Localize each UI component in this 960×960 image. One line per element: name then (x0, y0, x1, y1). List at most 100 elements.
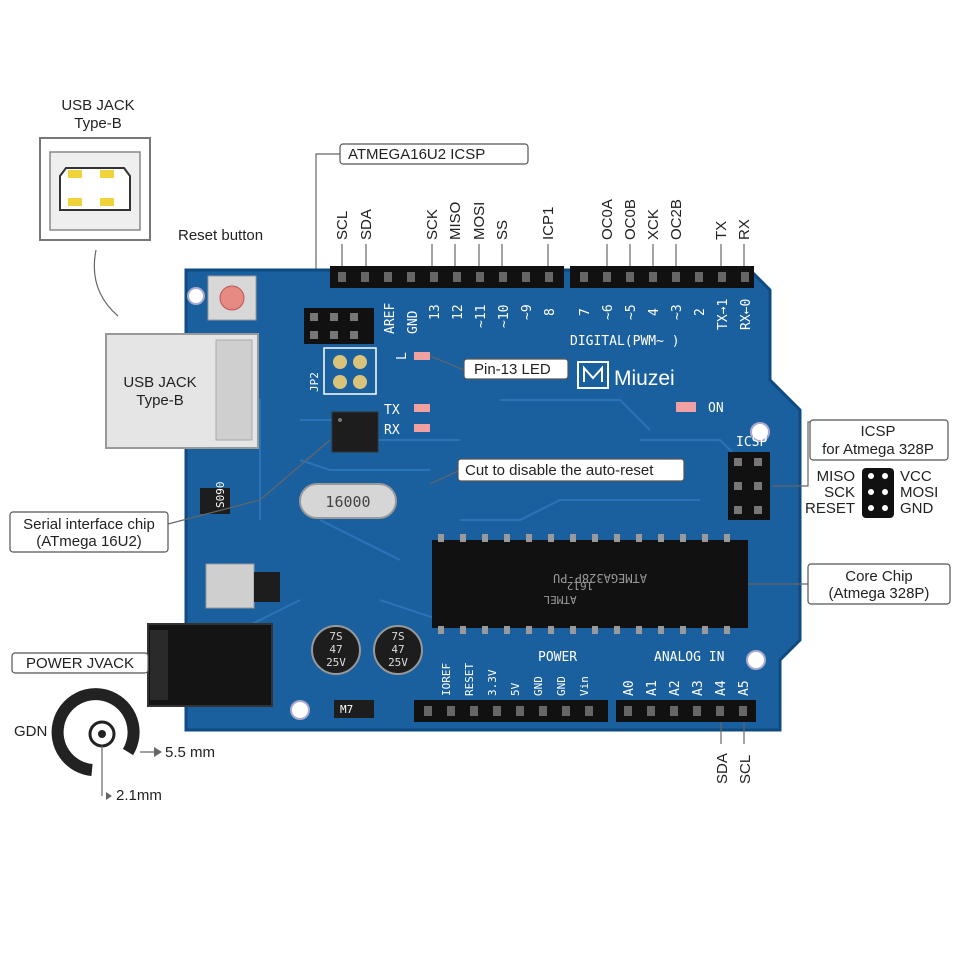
silk-a3: A3 (691, 680, 706, 696)
silk-1: TX→1 (716, 299, 731, 330)
pin13-led-label: Pin-13 LED (474, 361, 551, 378)
usb-arrow (93, 249, 119, 317)
top-pin-leader-lines (341, 244, 745, 268)
silk-analog-in: ANALOG IN (654, 650, 724, 665)
capacitor-2: 7S 47 25V (373, 625, 423, 675)
pin-label-miso: MISO (447, 202, 464, 240)
pin13-led-box (463, 358, 569, 380)
led-rx (414, 424, 430, 432)
silk-3v3: 3.3V (486, 669, 499, 696)
power-jack-box (11, 652, 149, 674)
core-chip-label-1: Core Chip (845, 568, 913, 585)
bottom-pin-label-scl: SCL (737, 755, 754, 784)
pin-label-rx: RX (736, 219, 753, 240)
silk-12: 12 (451, 304, 466, 320)
serial-chip-box (9, 511, 169, 553)
top-pin-labels: SCL SDA SCK MISO MOSI SS ICP1 OC0A OC0B … (334, 199, 753, 240)
silk-2: 2 (693, 308, 708, 316)
crystal-oscillator: 16000 (299, 483, 397, 519)
silk-jp2: JP2 (308, 372, 321, 392)
chip-marking: ATMEGA328P-PU (553, 571, 647, 585)
pin13-led-pointer (429, 355, 465, 371)
silk-digital: DIGITAL(PWM~ ) (570, 334, 680, 349)
silk-a2: A2 (668, 680, 683, 696)
autoreset-pointer (429, 469, 461, 485)
cap2-line3: 25V (388, 656, 408, 669)
bottom-pin-label-sda: SDA (714, 753, 731, 784)
icsp-pin-mosi: MOSI (900, 484, 938, 501)
silk-5: ~5 (624, 304, 639, 320)
silk-11: ~11 (474, 305, 489, 328)
atmega16u2-chip (331, 411, 379, 453)
serial-chip-label-2: (ATmega 16U2) (36, 533, 142, 550)
serial-chip-label-1: Serial interface chip (23, 516, 155, 533)
led-l (414, 352, 430, 360)
cap1-line3: 25V (326, 656, 346, 669)
usb-jack-top-label-2: Type-B (74, 115, 122, 132)
top-header-pins (338, 272, 749, 282)
brand-label: Miuzei (614, 367, 675, 390)
icsp-pin-gnd: GND (900, 500, 934, 517)
pin-label-scl: SCL (334, 211, 351, 240)
reset-button[interactable] (207, 275, 257, 321)
atmega16u2-icsp-label: ATMEGA16U2 ICSP (348, 146, 485, 163)
pin-label-oc0a: OC0A (599, 199, 616, 240)
silk-on: ON (708, 401, 724, 416)
pin-label-mosi: MOSI (471, 202, 488, 240)
silk-aref: AREF (383, 303, 398, 334)
top-header-right (570, 266, 754, 288)
silk-7: 7 (578, 308, 593, 316)
silk-tx: TX (384, 403, 400, 418)
dim-outer-arrow (154, 747, 162, 757)
serial-chip-pointer (167, 439, 331, 525)
autoreset-label: Cut to disable the auto-reset (465, 462, 654, 479)
atmega16u2-icsp-header (304, 308, 374, 344)
silk-vin: Vin (578, 676, 591, 696)
silk-gnd-1: GND (532, 676, 545, 696)
silk-5v: 5V (509, 682, 522, 696)
dim-inner-arrow (106, 792, 112, 800)
silk-0: RX←0 (739, 299, 754, 330)
silk-reset: RESET (463, 663, 476, 696)
icsp-pin-miso: MISO (817, 468, 855, 485)
led-tx (414, 404, 430, 412)
cap1-line2: 47 (329, 643, 342, 656)
top-header-left (330, 266, 564, 288)
silk-4: 4 (647, 308, 662, 316)
core-chip-label-2: (Atmega 328P) (829, 585, 930, 602)
bottom-header-analog (616, 700, 756, 722)
pin-label-oc2b: OC2B (668, 199, 685, 240)
gdn-label: GDN (14, 723, 47, 740)
silk-13: 13 (428, 304, 443, 320)
pin-label-oc0b: OC0B (622, 199, 639, 240)
silk-m7: M7 (340, 703, 353, 716)
crystal-text: 16000 (325, 493, 370, 511)
voltage-regulator (205, 563, 280, 609)
atmega16u2-icsp-pointer (315, 153, 340, 310)
silk-3: ~3 (670, 304, 685, 320)
usb-jack-top-label-1: USB JACK (61, 97, 134, 114)
atmega328p-chip: ATMEGA328P-PU 1612 ATMEL (432, 534, 748, 634)
bottom-header-power (414, 700, 608, 722)
silk-gnd: GND (406, 310, 421, 334)
usb-type-b-icon (39, 137, 151, 241)
silk-10: ~10 (497, 305, 512, 328)
silk-power: POWER (538, 650, 577, 665)
power-jack-label: POWER JVACK (26, 655, 134, 672)
silk-a0: A0 (622, 680, 637, 696)
chip-brand: ATMEL (543, 593, 576, 606)
usb-jack-board-label-2: Type-B (136, 392, 184, 409)
pin-label-icp1: ICP1 (540, 207, 557, 240)
cap2-line2: 47 (391, 643, 404, 656)
pin-label-tx: TX (713, 221, 730, 240)
jp2-pads (323, 347, 377, 395)
cap1-line1: 7S (329, 630, 342, 643)
power-jack-board (147, 623, 273, 707)
silk-6: ~6 (601, 304, 616, 320)
silk-a5: A5 (737, 680, 752, 696)
pin-label-xck: XCK (645, 209, 662, 240)
atmega328p-icsp-header (728, 452, 770, 520)
led-on (676, 402, 696, 412)
icsp-pin-sck: SCK (824, 484, 855, 501)
